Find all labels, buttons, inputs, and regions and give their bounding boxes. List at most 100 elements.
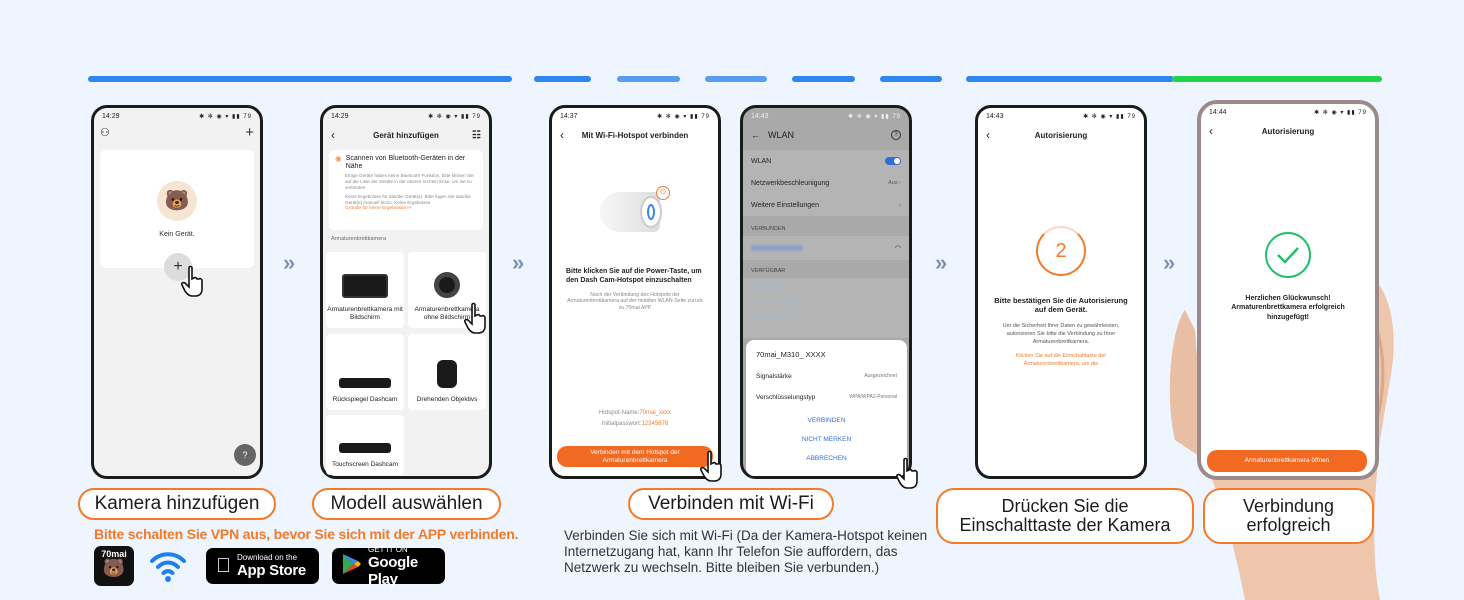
status-time: 14:37	[560, 112, 578, 120]
no-result-text: Keine Ergebnisse für das/die Gerät(e). B…	[345, 194, 471, 206]
forget-button[interactable]: NICHT MERKEN	[801, 436, 852, 443]
authorization-heading: Bitte bestätigen Sie die Autorisierung a…	[994, 296, 1128, 315]
encryption-label: Verschlüsselungstyp	[756, 394, 816, 401]
wlan-settings: WLAN Netzwerkbeschleunigung Aus › Weiter…	[743, 150, 909, 216]
scan-description: Einige Geräte haben keine Bluetooth-Funk…	[345, 173, 474, 190]
wlan-toggle[interactable]	[885, 157, 901, 165]
back-icon[interactable]: ‹	[560, 128, 564, 142]
model-card-without-screen[interactable]: Armaturenbrettkamera ohne Bildschirm	[408, 252, 486, 328]
model-card-rotating-lens[interactable]: Drehenden Objektivs	[408, 334, 486, 410]
row-label: WLAN	[751, 157, 772, 165]
tap-hand-icon	[463, 302, 489, 334]
hotspot-note: Nach der Verbindung des Hotspots der Arm…	[567, 291, 703, 312]
status-time: 14:43	[751, 112, 769, 120]
row-label: Netzwerkbeschleunigung	[751, 179, 830, 187]
chevron-right-icon: ›	[898, 201, 901, 209]
wlan-toggle-row[interactable]: WLAN	[743, 150, 909, 172]
wifi-note: Verbinden Sie sich mit Wi-Fi (Da der Kam…	[564, 528, 928, 576]
wifi-icon: ◠	[894, 245, 901, 252]
progress-bar-5	[792, 76, 855, 82]
step-text: Verbindung erfolgreich	[1242, 496, 1335, 535]
status-icons: ✱ ✻ ◉ ▾ ▮▮ 79	[848, 113, 901, 120]
progress-bar-7	[966, 76, 1174, 82]
success-check-icon	[1265, 232, 1311, 278]
available-networks	[743, 278, 909, 338]
authorization-link[interactable]: Klicken Sie auf die Einschalttaste der A…	[1015, 352, 1107, 367]
more-settings-row[interactable]: Weitere Einstellungen ›	[743, 194, 909, 216]
network-acceleration-row[interactable]: Netzwerkbeschleunigung Aus ›	[743, 172, 909, 194]
step-text: Verbinden mit Wi-Fi	[648, 493, 814, 515]
model-card-with-screen[interactable]: Armaturenbrettkamera mit Bildschirm	[326, 252, 404, 328]
back-icon[interactable]: ‹	[331, 128, 335, 142]
status-bar: 14:29 ✱ ✻ ◉ ▾ ▮▮ 79	[94, 108, 260, 124]
button-label: Verbinden mit dem Hotspot der Armaturenb…	[590, 449, 680, 464]
step-text: Drücken Sie die Einschalttaste der Kamer…	[959, 496, 1171, 535]
progress-bar-3	[617, 76, 680, 82]
tap-hand-icon	[699, 450, 725, 482]
available-label: VERFÜGBAR	[751, 268, 786, 274]
step-label-select-model: Modell auswählen	[312, 488, 501, 520]
connected-network[interactable]: ◠	[743, 236, 909, 260]
model-card-rearview[interactable]: Rückspiegel Dashcam	[326, 334, 404, 410]
open-dashcam-button[interactable]: Armaturenbrettkamera öffnen	[1207, 450, 1367, 472]
tap-hand-icon	[895, 457, 921, 489]
help-icon[interactable]: ?	[891, 130, 901, 140]
hotspot-value: 70mai_xxxx	[639, 410, 672, 416]
password-value: 12345678	[641, 421, 669, 428]
tap-hand-icon	[180, 265, 206, 297]
status-bar: 14:29 ✱ ✻ ◉ ▾ ▮▮ 79	[323, 108, 489, 124]
model-label: Drehenden Objektivs	[416, 396, 478, 404]
status-time: 14:44	[1209, 108, 1227, 116]
connect-hotspot-button[interactable]: Verbinden mit dem Hotspot der Armaturenb…	[557, 446, 713, 467]
progress-bar-2	[534, 76, 591, 82]
add-icon[interactable]: +	[245, 124, 254, 141]
camera-lens-icon	[434, 272, 460, 299]
phone-add-camera: 14:29 ✱ ✻ ◉ ▾ ▮▮ 79 ⚇ + 🐻 Kein Gerät. + …	[91, 105, 263, 479]
page-title: Autorisierung	[1034, 130, 1088, 140]
cancel-button[interactable]: ABBRECHEN	[806, 455, 847, 462]
app-store-badge[interactable]:  Download on the App Store	[206, 548, 319, 584]
add-device-button[interactable]: +	[164, 253, 192, 281]
badge-small-text: GET IT ON	[368, 544, 408, 554]
signal-label: Signalstärke	[756, 373, 792, 380]
vpn-warning: Bitte schalten Sie VPN aus, bevor Sie si…	[94, 526, 519, 542]
step-label-press-power: Drücken Sie die Einschalttaste der Kamer…	[936, 488, 1194, 544]
no-result-link[interactable]: Gründe für keine Ergebnisse>>	[345, 205, 412, 211]
status-icons: ✱ ✻ ◉ ▾ ▮▮ 79	[1314, 109, 1367, 116]
hotspot-label: Hotspot-Name:	[598, 410, 640, 416]
rotating-camera-icon	[437, 360, 457, 389]
row-value: Aus ›	[888, 180, 901, 186]
back-icon[interactable]: ‹	[1209, 124, 1213, 138]
page-header: ‹ Mit Wi-Fi-Hotspot verbinden	[552, 124, 718, 146]
apple-icon: 	[216, 555, 231, 578]
authorization-description: Um die Sicherheit Ihrer Daten zu gewährl…	[1002, 322, 1120, 345]
rearview-mirror-icon	[339, 378, 391, 389]
page-title: WLAN	[768, 130, 795, 140]
network-name: 70mai_M310_ XXXX	[756, 350, 826, 359]
status-icons: ✱ ✻ ◉ ▾ ▮▮ 79	[657, 113, 710, 120]
password-label: Initialpasswort:	[601, 421, 642, 428]
back-icon[interactable]: ‹	[986, 128, 990, 142]
help-button[interactable]: ?	[234, 444, 256, 466]
device-list-icon[interactable]: ☷	[472, 129, 481, 141]
connected-label: VERBUNDEN	[751, 226, 786, 232]
button-label: Armaturenbrettkamera öffnen	[1244, 457, 1330, 465]
phone-success: 14:44 ✱ ✻ ◉ ▾ ▮▮ 79 ‹ Autorisierung Herz…	[1197, 100, 1379, 480]
chevron-icon-1: »	[283, 250, 295, 275]
logo-text: 70mai	[101, 549, 127, 559]
profile-icon[interactable]: ⚇	[100, 127, 110, 139]
model-label: Touchscreen Dashcam	[331, 461, 399, 469]
status-icons: ✱ ✻ ◉ ▾ ▮▮ 79	[1083, 113, 1136, 120]
connect-button[interactable]: VERBINDEN	[807, 417, 846, 424]
step-text: Kamera hinzufügen	[94, 493, 260, 515]
power-icon: ⏻	[656, 186, 670, 200]
row-label: Weitere Einstellungen	[751, 201, 819, 209]
status-icons: ✱ ✻ ◉ ▾ ▮▮ 79	[428, 113, 481, 120]
google-play-badge[interactable]: GET IT ON Google Play	[332, 544, 445, 588]
network-dialog: 70mai_M310_ XXXX Signalstärke Ausgezeich…	[746, 340, 907, 476]
back-arrow-icon[interactable]: ←	[751, 130, 760, 140]
model-card-touchscreen[interactable]: Touchscreen Dashcam	[326, 415, 404, 475]
status-bar: 14:37 ✱ ✻ ◉ ▾ ▮▮ 79	[552, 108, 718, 124]
help-icon: ?	[242, 450, 248, 460]
success-message: Herzlichen Glückwunsch! Armaturenbrettka…	[1231, 295, 1345, 321]
